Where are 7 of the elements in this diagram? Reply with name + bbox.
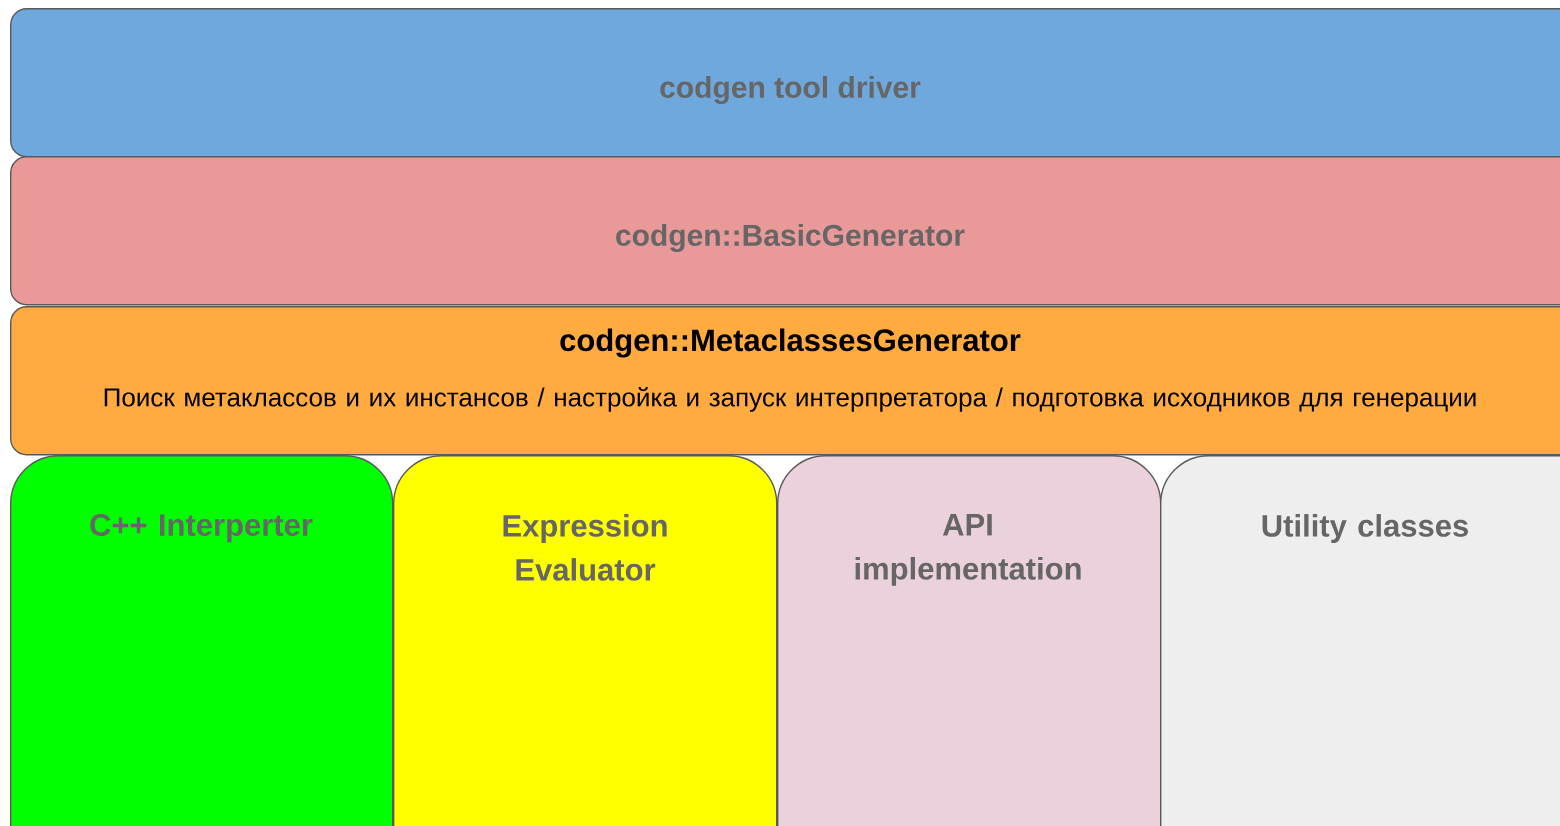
layer-band: codgen tool driver	[10, 8, 1560, 158]
component-box: C++ Interperter	[10, 455, 394, 826]
component-box: Expression Evaluator	[393, 455, 778, 826]
component-box: Utility classes	[1160, 455, 1560, 826]
component-box: API implementation	[777, 455, 1162, 826]
layer-band: codgen::MetaclassesGenerator Поиск метаклассов и их инстансов / настройка и запуск интерпретатора / подготовка исходников для генерации	[10, 306, 1560, 456]
layer-band: codgen::BasicGenerator	[10, 156, 1560, 306]
